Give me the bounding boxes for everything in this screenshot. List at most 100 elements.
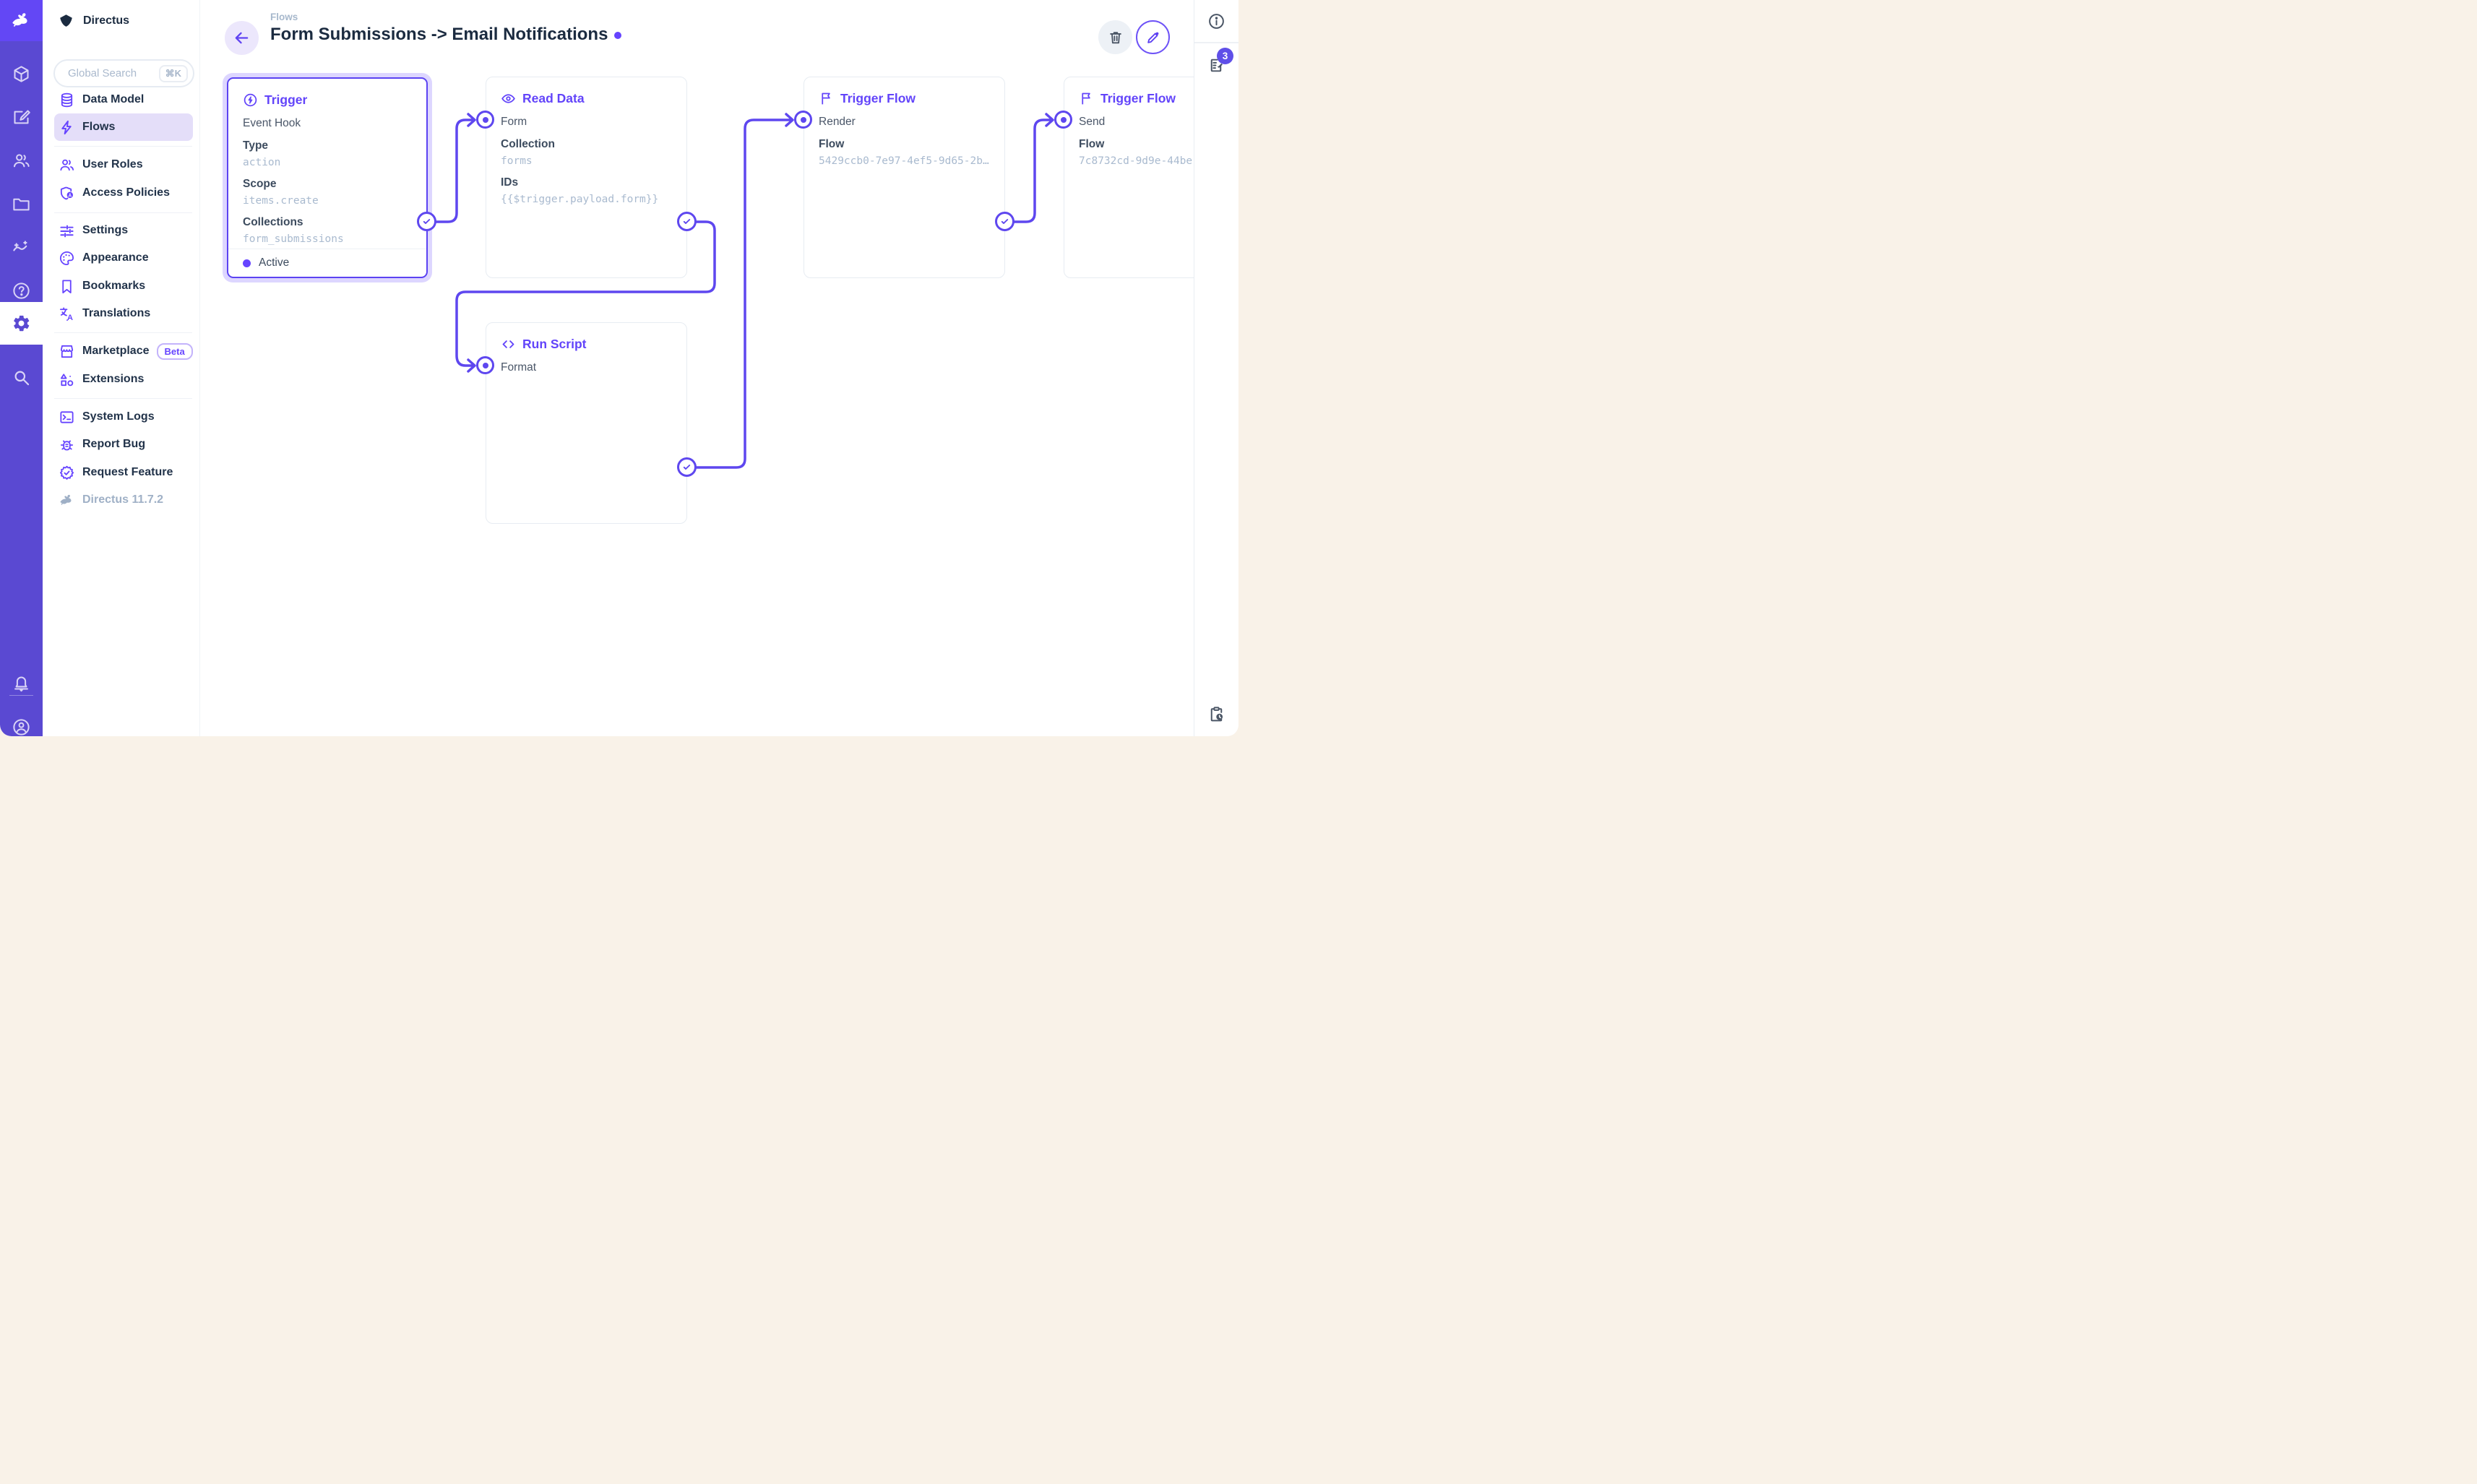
flow-canvas[interactable]: Flows Form Submissions -> Email Notifica… — [200, 0, 1194, 736]
send-input-handle[interactable] — [1054, 111, 1072, 129]
nav-divider — [54, 146, 192, 147]
translations-icon: A — [59, 306, 73, 322]
wire-trigger-to-read-data — [435, 113, 476, 223]
logs-sidebar-button[interactable] — [1194, 49, 1238, 81]
database-icon — [61, 92, 73, 107]
search-icon — [14, 371, 30, 385]
module-settings[interactable] — [0, 302, 43, 345]
logs-count-badge: 3 — [1217, 48, 1233, 64]
module-insights[interactable] — [0, 228, 43, 267]
sidebar-item-report-bug[interactable]: Report Bug — [54, 431, 193, 458]
sidebar-item-system-logs[interactable]: System Logs — [54, 403, 193, 431]
field: Flow 7c8732cd-9d9e-44be — [1079, 138, 1193, 167]
module-help[interactable] — [0, 271, 43, 310]
sidebar-item-label: Extensions — [82, 373, 145, 385]
module-search[interactable] — [0, 358, 43, 397]
clipboard-clock-icon — [1210, 706, 1223, 721]
sidebar-item-settings[interactable]: Settings — [54, 217, 193, 244]
read-data-panel-header: Read Data — [501, 89, 672, 108]
sidebar-item-label: Translations — [82, 307, 151, 319]
trigger-flow-render-panel[interactable]: Trigger Flow Render Flow 5429ccb0-7e97-4… — [804, 77, 1005, 278]
module-bar — [0, 0, 43, 736]
flag-icon — [822, 92, 830, 104]
storefront-icon — [60, 345, 74, 358]
info-sidebar-button[interactable] — [1194, 5, 1238, 37]
module-editor[interactable] — [0, 98, 43, 137]
read-data-panel[interactable]: Read Data Form Collection forms IDs {{$t… — [486, 77, 687, 278]
extensions-icon — [60, 373, 74, 386]
rabbit-version-icon — [60, 494, 72, 505]
trigger-panel-header: Trigger — [243, 90, 412, 109]
delete-flow-button[interactable] — [1098, 20, 1132, 54]
bolt-circle-icon — [244, 93, 257, 106]
access-policies-shield-icon — [60, 186, 74, 199]
sidebar-item-bookmarks[interactable]: Bookmarks — [54, 272, 193, 300]
sidebar-item-translations[interactable]: A Translations — [54, 300, 193, 327]
trigger-status: Active — [228, 249, 426, 277]
sidebar-item-flows[interactable]: Flows — [54, 113, 193, 141]
sidebar-item-access-policies[interactable]: Access Policies — [54, 179, 193, 207]
flag-icon — [1082, 92, 1090, 104]
trigger-flow-send-panel[interactable]: Trigger Flow Send Flow 7c8732cd-9d9e-44b… — [1064, 77, 1194, 278]
breadcrumb[interactable]: Flows — [270, 12, 298, 22]
users-icon — [13, 153, 30, 167]
notifications-bell-icon — [14, 676, 28, 691]
sidebar-item-request-feature[interactable]: Request Feature — [54, 459, 193, 486]
back-button[interactable] — [225, 21, 259, 55]
project-logo-button[interactable] — [0, 0, 43, 41]
sidebar-item-extensions[interactable]: Extensions — [54, 366, 193, 393]
read-data-input-label: Form — [501, 116, 527, 128]
global-search-input[interactable]: Global Search ⌘K — [53, 59, 194, 87]
run-script-resolve-handle[interactable] — [677, 457, 697, 477]
feature-badge-icon — [59, 465, 74, 480]
active-status-dot — [243, 259, 251, 267]
sidebar-item-label: Access Policies — [82, 186, 170, 199]
pending-revisions-button[interactable] — [1194, 698, 1238, 730]
read-data-input-handle[interactable] — [476, 111, 494, 129]
module-users[interactable] — [0, 141, 43, 180]
module-files[interactable] — [0, 184, 43, 223]
page-title: Form Submissions -> Email Notifications — [270, 25, 622, 45]
render-resolve-handle[interactable] — [995, 212, 1015, 231]
sidebar-item-label: Settings — [82, 224, 129, 236]
edit-flow-button[interactable] — [1136, 20, 1170, 54]
run-script-input-handle[interactable] — [476, 356, 494, 374]
sidebar-item-user-roles[interactable]: User Roles — [54, 151, 193, 178]
help-icon — [13, 282, 30, 299]
module-content[interactable] — [0, 54, 43, 93]
trigger-panel-selection-halo[interactable]: Trigger Event Hook Type action Scope ite… — [223, 73, 432, 282]
notifications-button[interactable] — [0, 664, 43, 703]
right-sidebar: 3 — [1194, 0, 1238, 736]
field: Type action — [243, 139, 281, 168]
trigger-resolve-handle[interactable] — [417, 212, 436, 231]
sidebar-item-data-model[interactable]: Data Model — [54, 86, 193, 113]
sidebar-item-marketplace[interactable]: Marketplace Beta — [54, 337, 193, 365]
run-script-panel[interactable]: Run Script Format — [486, 322, 687, 524]
sidebar-item-label: User Roles — [82, 158, 143, 171]
app-window: Directus Global Search ⌘K Data Model Flo… — [0, 0, 1238, 736]
settings-gear-icon — [14, 315, 30, 332]
rabbit-logo-icon — [12, 13, 27, 27]
right-sidebar-divider — [1194, 42, 1238, 43]
insights-icon — [13, 240, 27, 251]
trash-icon — [1109, 31, 1121, 43]
check-icon — [1001, 219, 1009, 224]
trigger-flow-panel-header: Trigger Flow — [819, 89, 990, 108]
account-button[interactable] — [0, 707, 43, 736]
trigger-type-label: Event Hook — [243, 117, 301, 129]
files-folder-icon — [13, 198, 30, 210]
wire-render-to-send — [1013, 113, 1054, 223]
sidebar-item-label: Data Model — [82, 93, 145, 105]
trigger-panel[interactable]: Trigger Event Hook Type action Scope ite… — [227, 77, 428, 278]
project-shield-icon — [60, 14, 72, 27]
trigger-flow-panel-header: Trigger Flow — [1079, 89, 1194, 108]
terminal-icon — [60, 410, 74, 423]
active-status-label: Active — [259, 256, 290, 269]
editor-icon — [14, 109, 30, 124]
project-header[interactable]: Directus — [43, 0, 129, 41]
render-input-handle[interactable] — [794, 111, 812, 129]
field: Flow 5429ccb0-7e97-4ef5-9d65-2b… — [819, 138, 989, 167]
title-status-dot — [614, 31, 622, 39]
read-data-resolve-handle[interactable] — [677, 212, 697, 231]
sidebar-item-appearance[interactable]: Appearance — [54, 244, 193, 272]
